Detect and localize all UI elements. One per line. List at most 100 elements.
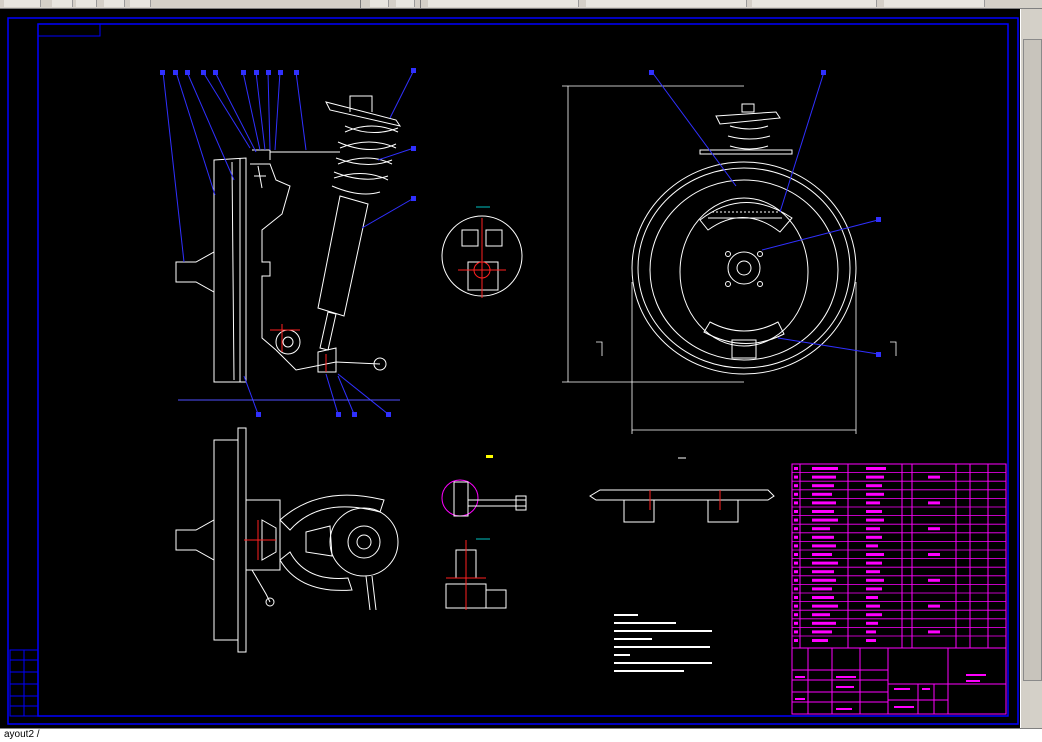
parts-table-material-entry	[866, 527, 880, 531]
linetype-dropdown[interactable]	[752, 0, 877, 7]
color-dropdown[interactable]	[586, 0, 747, 7]
parts-table-index-entry	[794, 510, 798, 513]
parts-table-name-entry	[812, 492, 832, 496]
parts-table-entries	[794, 467, 940, 642]
parts-table-index-entry	[794, 475, 798, 479]
toolbar-button[interactable]	[370, 0, 389, 7]
technical-notes	[614, 614, 712, 672]
parts-table-note-entry	[928, 501, 940, 505]
parts-table-name-entry	[812, 587, 832, 591]
binding-strip	[9, 649, 39, 717]
parts-table-material-entry	[866, 621, 878, 625]
parts-table-index-entry	[794, 553, 798, 556]
scrollbar-thumb[interactable]	[1023, 39, 1042, 681]
parts-table-name-entry	[812, 596, 834, 599]
inner-border	[37, 23, 1009, 717]
parts-table-index-entry	[794, 587, 798, 591]
plan-view	[175, 427, 399, 653]
lineweight-dropdown[interactable]	[884, 0, 985, 7]
parts-table-note-entry	[928, 578, 940, 582]
toolbar-button[interactable]	[396, 0, 415, 7]
parts-table-index-entry	[794, 527, 798, 531]
parts-table-name-entry	[812, 621, 836, 625]
title-block	[791, 647, 1007, 715]
parts-table-material-entry	[866, 613, 882, 617]
toolbar-button[interactable]	[52, 0, 73, 7]
parts-table-material-entry	[866, 484, 882, 488]
small-detail-views	[441, 455, 775, 610]
shock-balloons	[160, 68, 416, 417]
cad-drawing	[7, 17, 1019, 725]
parts-table-material-entry	[866, 570, 880, 574]
parts-table-name-entry	[812, 604, 838, 608]
wheel-drum-view	[631, 103, 857, 375]
title-block-fills	[795, 674, 986, 710]
parts-table-name-entry	[812, 518, 838, 522]
parts-table-index-entry	[794, 570, 798, 574]
parts-table-note-entry	[928, 527, 940, 531]
code-box	[37, 23, 101, 37]
parts-table-index-entry	[794, 484, 798, 488]
plan-hatch	[244, 520, 276, 560]
parts-table-index-entry	[794, 544, 798, 548]
wheel-dimensions	[562, 85, 897, 434]
parts-table-material-entry	[866, 492, 884, 496]
parts-table-note-entry	[928, 475, 940, 479]
parts-table-material-entry	[866, 535, 882, 539]
parts-table-note-entry	[928, 604, 940, 608]
shock-section-hatch	[270, 324, 327, 372]
layer-dropdown[interactable]	[428, 0, 579, 7]
layout-tab[interactable]: ayout2 /	[4, 729, 40, 740]
parts-table-note-entry	[928, 630, 940, 634]
parts-table-index-entry	[794, 621, 798, 625]
parts-table-index-entry	[794, 596, 798, 599]
parts-table-material-entry	[866, 467, 886, 470]
outer-border	[7, 17, 1019, 725]
parts-table-index-entry	[794, 630, 798, 634]
toolbar-button[interactable]	[130, 0, 151, 7]
parts-table-material-entry	[866, 501, 880, 505]
parts-table-index-entry	[794, 518, 798, 522]
shock-leader-lines	[162, 69, 415, 415]
parts-table-name-entry	[812, 501, 836, 505]
parts-table-index-entry	[794, 578, 798, 582]
parts-table-material-entry	[866, 639, 876, 642]
parts-table-index-entry	[794, 492, 798, 496]
parts-table-material-entry	[866, 630, 876, 634]
parts-table-name-entry	[812, 561, 838, 565]
toolbar-separator	[360, 0, 361, 8]
detail-circle-view	[441, 206, 523, 298]
parts-table-name-entry	[812, 544, 836, 548]
toolbar-button[interactable]	[76, 0, 97, 7]
drawing-canvas[interactable]	[0, 9, 1020, 728]
parts-table-rows	[792, 472, 1006, 637]
parts-table-material-entry	[866, 518, 884, 522]
toolbar-strip	[0, 0, 1042, 9]
parts-table-index-entry	[794, 467, 798, 470]
parts-table-name-entry	[812, 639, 828, 642]
layout-tabs-bar: ayout2 /	[0, 728, 1042, 742]
parts-table-name-entry	[812, 535, 834, 539]
parts-table-index-entry	[794, 613, 798, 617]
parts-table-material-entry	[866, 510, 882, 513]
parts-table-note-entry	[928, 553, 940, 556]
parts-table-material-entry	[866, 587, 882, 591]
parts-table-material-entry	[866, 604, 880, 608]
parts-table-index-entry	[794, 561, 798, 565]
wheel-balloons	[649, 70, 881, 357]
parts-table-name-entry	[812, 630, 832, 634]
parts-table-name-entry	[812, 467, 838, 470]
toolbar-button[interactable]	[104, 0, 125, 7]
wheel-leader-lines	[651, 71, 879, 355]
parts-table-index-entry	[794, 501, 798, 505]
parts-table-name-entry	[812, 570, 834, 574]
parts-table-name-entry	[812, 484, 834, 488]
parts-table-index-entry	[794, 639, 798, 642]
parts-table-material-entry	[866, 561, 882, 565]
toolbar-button[interactable]	[4, 0, 41, 7]
parts-table-name-entry	[812, 510, 834, 513]
vertical-scrollbar[interactable]	[1020, 9, 1042, 728]
parts-table-name-entry	[812, 553, 832, 556]
shock-absorber-spring-view	[175, 95, 402, 383]
parts-table-material-entry	[866, 475, 884, 479]
